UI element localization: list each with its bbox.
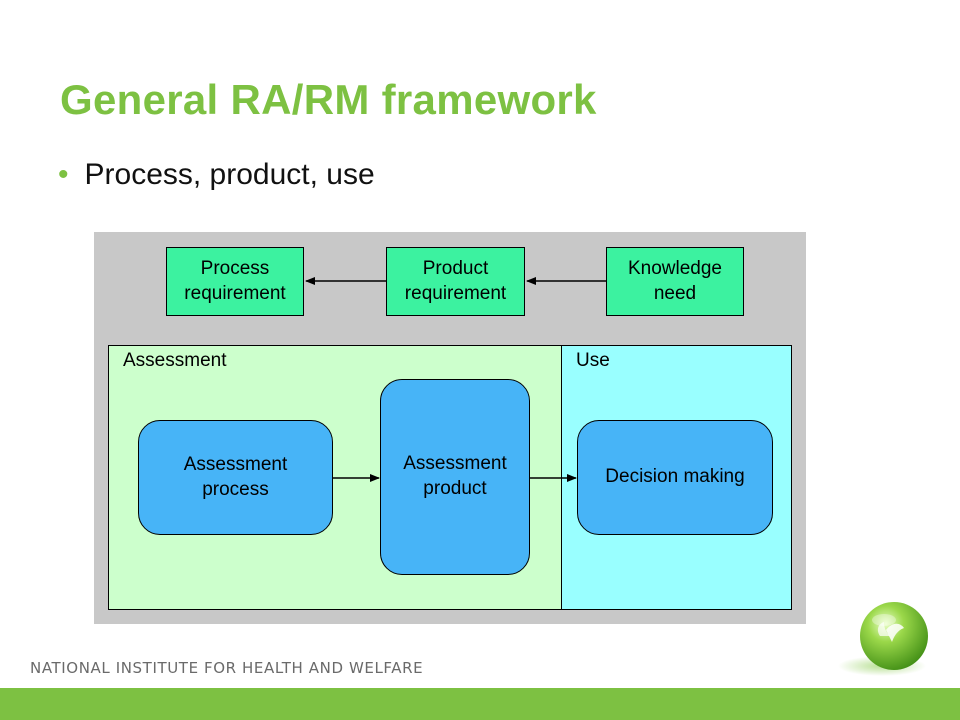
footer-org-name: NATIONAL INSTITUTE FOR HEALTH AND WELFAR…: [30, 659, 424, 677]
knowledge-need-label: Knowledge need: [627, 257, 723, 304]
decision-making-label: Decision making: [605, 466, 745, 488]
assessment-process-label: Assessment process: [183, 453, 288, 500]
slide-title: General RA/RM framework: [60, 76, 597, 123]
bullet-text: Process, product, use: [84, 158, 375, 191]
framework-diagram: Assessment Use Process requirement Produ…: [94, 232, 806, 624]
process-requirement-label: Process requirement: [184, 257, 286, 304]
product-requirement-box: Product requirement: [386, 247, 525, 316]
decision-making-box: Decision making: [577, 420, 773, 535]
green-sphere-leaf-icon: [838, 602, 928, 676]
knowledge-need-box: Knowledge need: [606, 247, 744, 316]
product-requirement-label: Product requirement: [404, 257, 507, 304]
use-region-label: Use: [576, 350, 610, 371]
footer-bar: [0, 688, 960, 720]
assessment-region-label: Assessment: [123, 350, 227, 371]
diagram-arrows: [305, 277, 606, 482]
bullet-item: • Process, product, use: [58, 158, 375, 192]
assessment-process-box: Assessment process: [138, 420, 333, 535]
process-requirement-box: Process requirement: [166, 247, 304, 316]
assessment-product-box: Assessment product: [380, 379, 530, 575]
assessment-product-label: Assessment product: [403, 453, 507, 499]
bullet-icon: •: [58, 158, 69, 191]
